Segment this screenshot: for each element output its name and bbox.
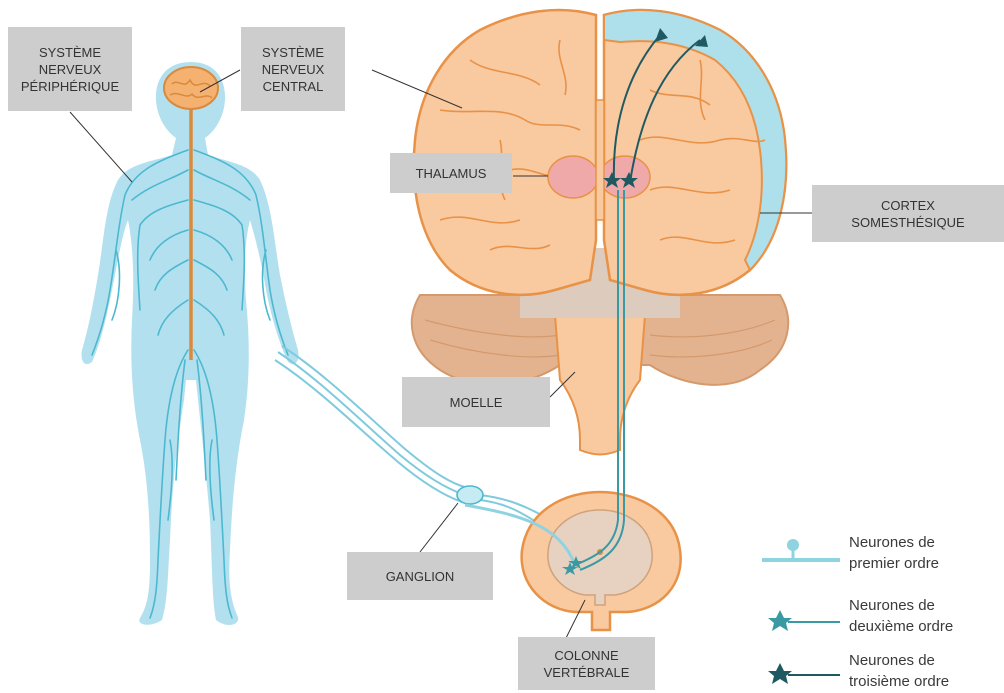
label-spinal-column: COLONNE VERTÉBRALE [518,637,655,690]
label-ganglion: GANGLION [347,552,493,600]
second-order-neuron-icon [768,610,840,631]
label-central-nervous-system: SYSTÈME NERVEUX CENTRAL [241,27,345,111]
ganglion-node [457,486,483,504]
legend-third-order-text: Neurones de troisième ordre [849,650,949,692]
small-brain [164,67,218,109]
legend-second-order-text: Neurones de deuxième ordre [849,595,953,637]
spinal-section [522,492,681,630]
legend-first-order-text: Neurones de premier ordre [849,532,939,574]
label-thalamus: THALAMUS [390,153,512,193]
label-medulla: MOELLE [402,377,550,427]
third-order-neuron-icon [768,663,840,684]
first-order-neuron-icon [762,539,840,560]
label-somatosensory-cortex: CORTEX SOMESTHÉSIQUE [812,185,1004,242]
label-peripheral-nervous-system: SYSTÈME NERVEUX PÉRIPHÉRIQUE [8,27,132,111]
